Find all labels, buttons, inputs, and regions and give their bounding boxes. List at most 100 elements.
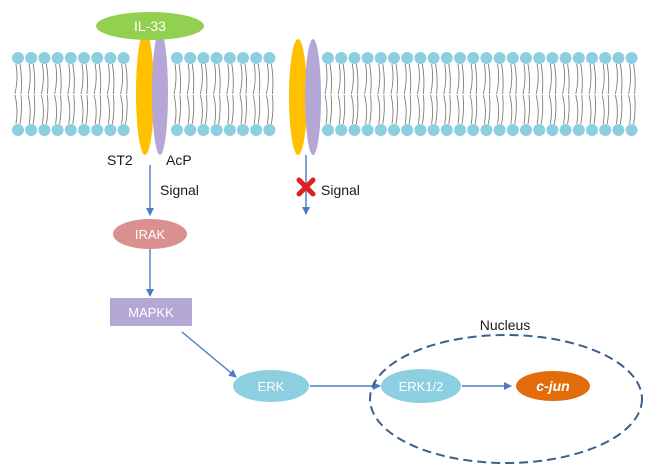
lipid-head xyxy=(586,52,598,64)
lipid-tail xyxy=(213,63,217,95)
lipid-tail xyxy=(435,94,438,125)
lipid-head xyxy=(546,124,559,136)
lipid-tail xyxy=(19,94,23,125)
lipid-head xyxy=(559,52,572,64)
lipid-head xyxy=(480,124,493,136)
lipid-tail xyxy=(606,94,610,125)
lipid-tail xyxy=(355,94,359,125)
lipid-tail xyxy=(580,63,583,95)
acp-receptor xyxy=(152,31,168,155)
lipid-tail xyxy=(443,63,447,95)
lipid-head xyxy=(599,124,612,136)
lipid-tail xyxy=(461,63,465,95)
lipid-tail xyxy=(514,94,517,125)
lipid-head xyxy=(572,52,585,64)
lipid-tail xyxy=(111,94,115,125)
lipid-head xyxy=(171,124,183,136)
lipid-head xyxy=(12,52,24,64)
lipid-head xyxy=(401,124,414,136)
lipid-tail xyxy=(421,94,425,125)
lipid-tail xyxy=(40,63,44,95)
lipid-tail xyxy=(469,63,473,95)
lipid-tail xyxy=(395,63,399,95)
lipid-tail xyxy=(204,94,208,125)
lipid-tail xyxy=(496,94,500,125)
lipid-tail xyxy=(45,94,49,125)
lipid-tail xyxy=(487,94,491,125)
lipid-tail xyxy=(27,94,31,125)
lipid-head xyxy=(520,52,532,64)
lipid-head xyxy=(223,52,236,64)
lipid-head xyxy=(210,52,223,64)
lipid-tail xyxy=(390,63,394,95)
lipid-tail xyxy=(19,63,23,95)
lipid-tail xyxy=(239,63,243,95)
lipid-tail xyxy=(562,94,566,125)
irak-shape xyxy=(113,219,187,249)
lipid-head xyxy=(467,52,480,64)
lipid-tail xyxy=(421,63,425,95)
lipid-tail xyxy=(469,94,473,125)
lipid-tail xyxy=(456,63,460,95)
cjun-node: c-jun xyxy=(516,371,590,401)
lipid-head xyxy=(184,52,197,64)
lipid-tail xyxy=(191,63,195,95)
lipid-tail xyxy=(67,94,71,125)
lipid-tail xyxy=(509,63,513,95)
lipid-tail xyxy=(14,94,18,125)
lipid-head xyxy=(91,52,104,64)
lipid-head xyxy=(546,52,559,64)
lipid-tail xyxy=(567,94,570,125)
lipid-head xyxy=(322,52,334,64)
lipid-head xyxy=(361,124,374,136)
lipid-head xyxy=(612,124,625,136)
lipid-head xyxy=(78,124,90,136)
lipid-tail xyxy=(231,94,234,125)
lipid-head xyxy=(533,124,546,136)
lipid-tail xyxy=(270,94,274,125)
lipid-tail xyxy=(199,63,203,95)
lipid-tail xyxy=(619,94,623,125)
lipid-tail xyxy=(67,63,71,95)
lipid-head xyxy=(117,52,130,64)
lipid-head xyxy=(572,124,585,136)
lipid-tail xyxy=(395,94,399,125)
lipid-tail xyxy=(244,94,248,125)
nucleus-label: Nucleus xyxy=(480,317,531,333)
lipid-head xyxy=(25,52,38,64)
cjun-shape xyxy=(516,371,590,401)
lipid-tail xyxy=(72,94,75,125)
lipid-tail xyxy=(408,63,412,95)
lipid-tail xyxy=(416,94,420,125)
lipid-tail xyxy=(540,94,544,125)
lipid-tail xyxy=(377,63,381,95)
lipid-head xyxy=(374,124,387,136)
lipid-tail xyxy=(614,94,618,125)
lipid-tail xyxy=(191,94,195,125)
lipid-head xyxy=(348,124,361,136)
lipid-tail xyxy=(93,94,97,125)
lipid-head xyxy=(480,52,493,64)
lipid-tail xyxy=(54,63,58,95)
lipid-tail xyxy=(593,63,597,95)
lipid-tail xyxy=(509,94,513,125)
lipid-tail xyxy=(553,63,557,95)
lipid-tail xyxy=(633,94,636,125)
lipid-tail xyxy=(588,63,592,95)
il33-ligand-shape xyxy=(96,12,204,40)
lipid-tail xyxy=(265,63,269,95)
lipid-tail xyxy=(430,63,434,95)
lipid-tail xyxy=(355,63,359,95)
lipid-head xyxy=(427,124,440,136)
lipid-tail xyxy=(548,63,552,95)
lipid-tail xyxy=(27,63,31,95)
lipid-tail xyxy=(329,94,333,125)
lipid-head xyxy=(493,124,506,136)
lipid-tail xyxy=(535,94,539,125)
lipid-tail xyxy=(474,63,478,95)
lipid-tail xyxy=(244,63,248,95)
lipid-tail xyxy=(204,63,208,95)
lipid-tail xyxy=(178,94,182,125)
lipid-tail xyxy=(575,94,579,125)
lipid-tail xyxy=(553,94,557,125)
